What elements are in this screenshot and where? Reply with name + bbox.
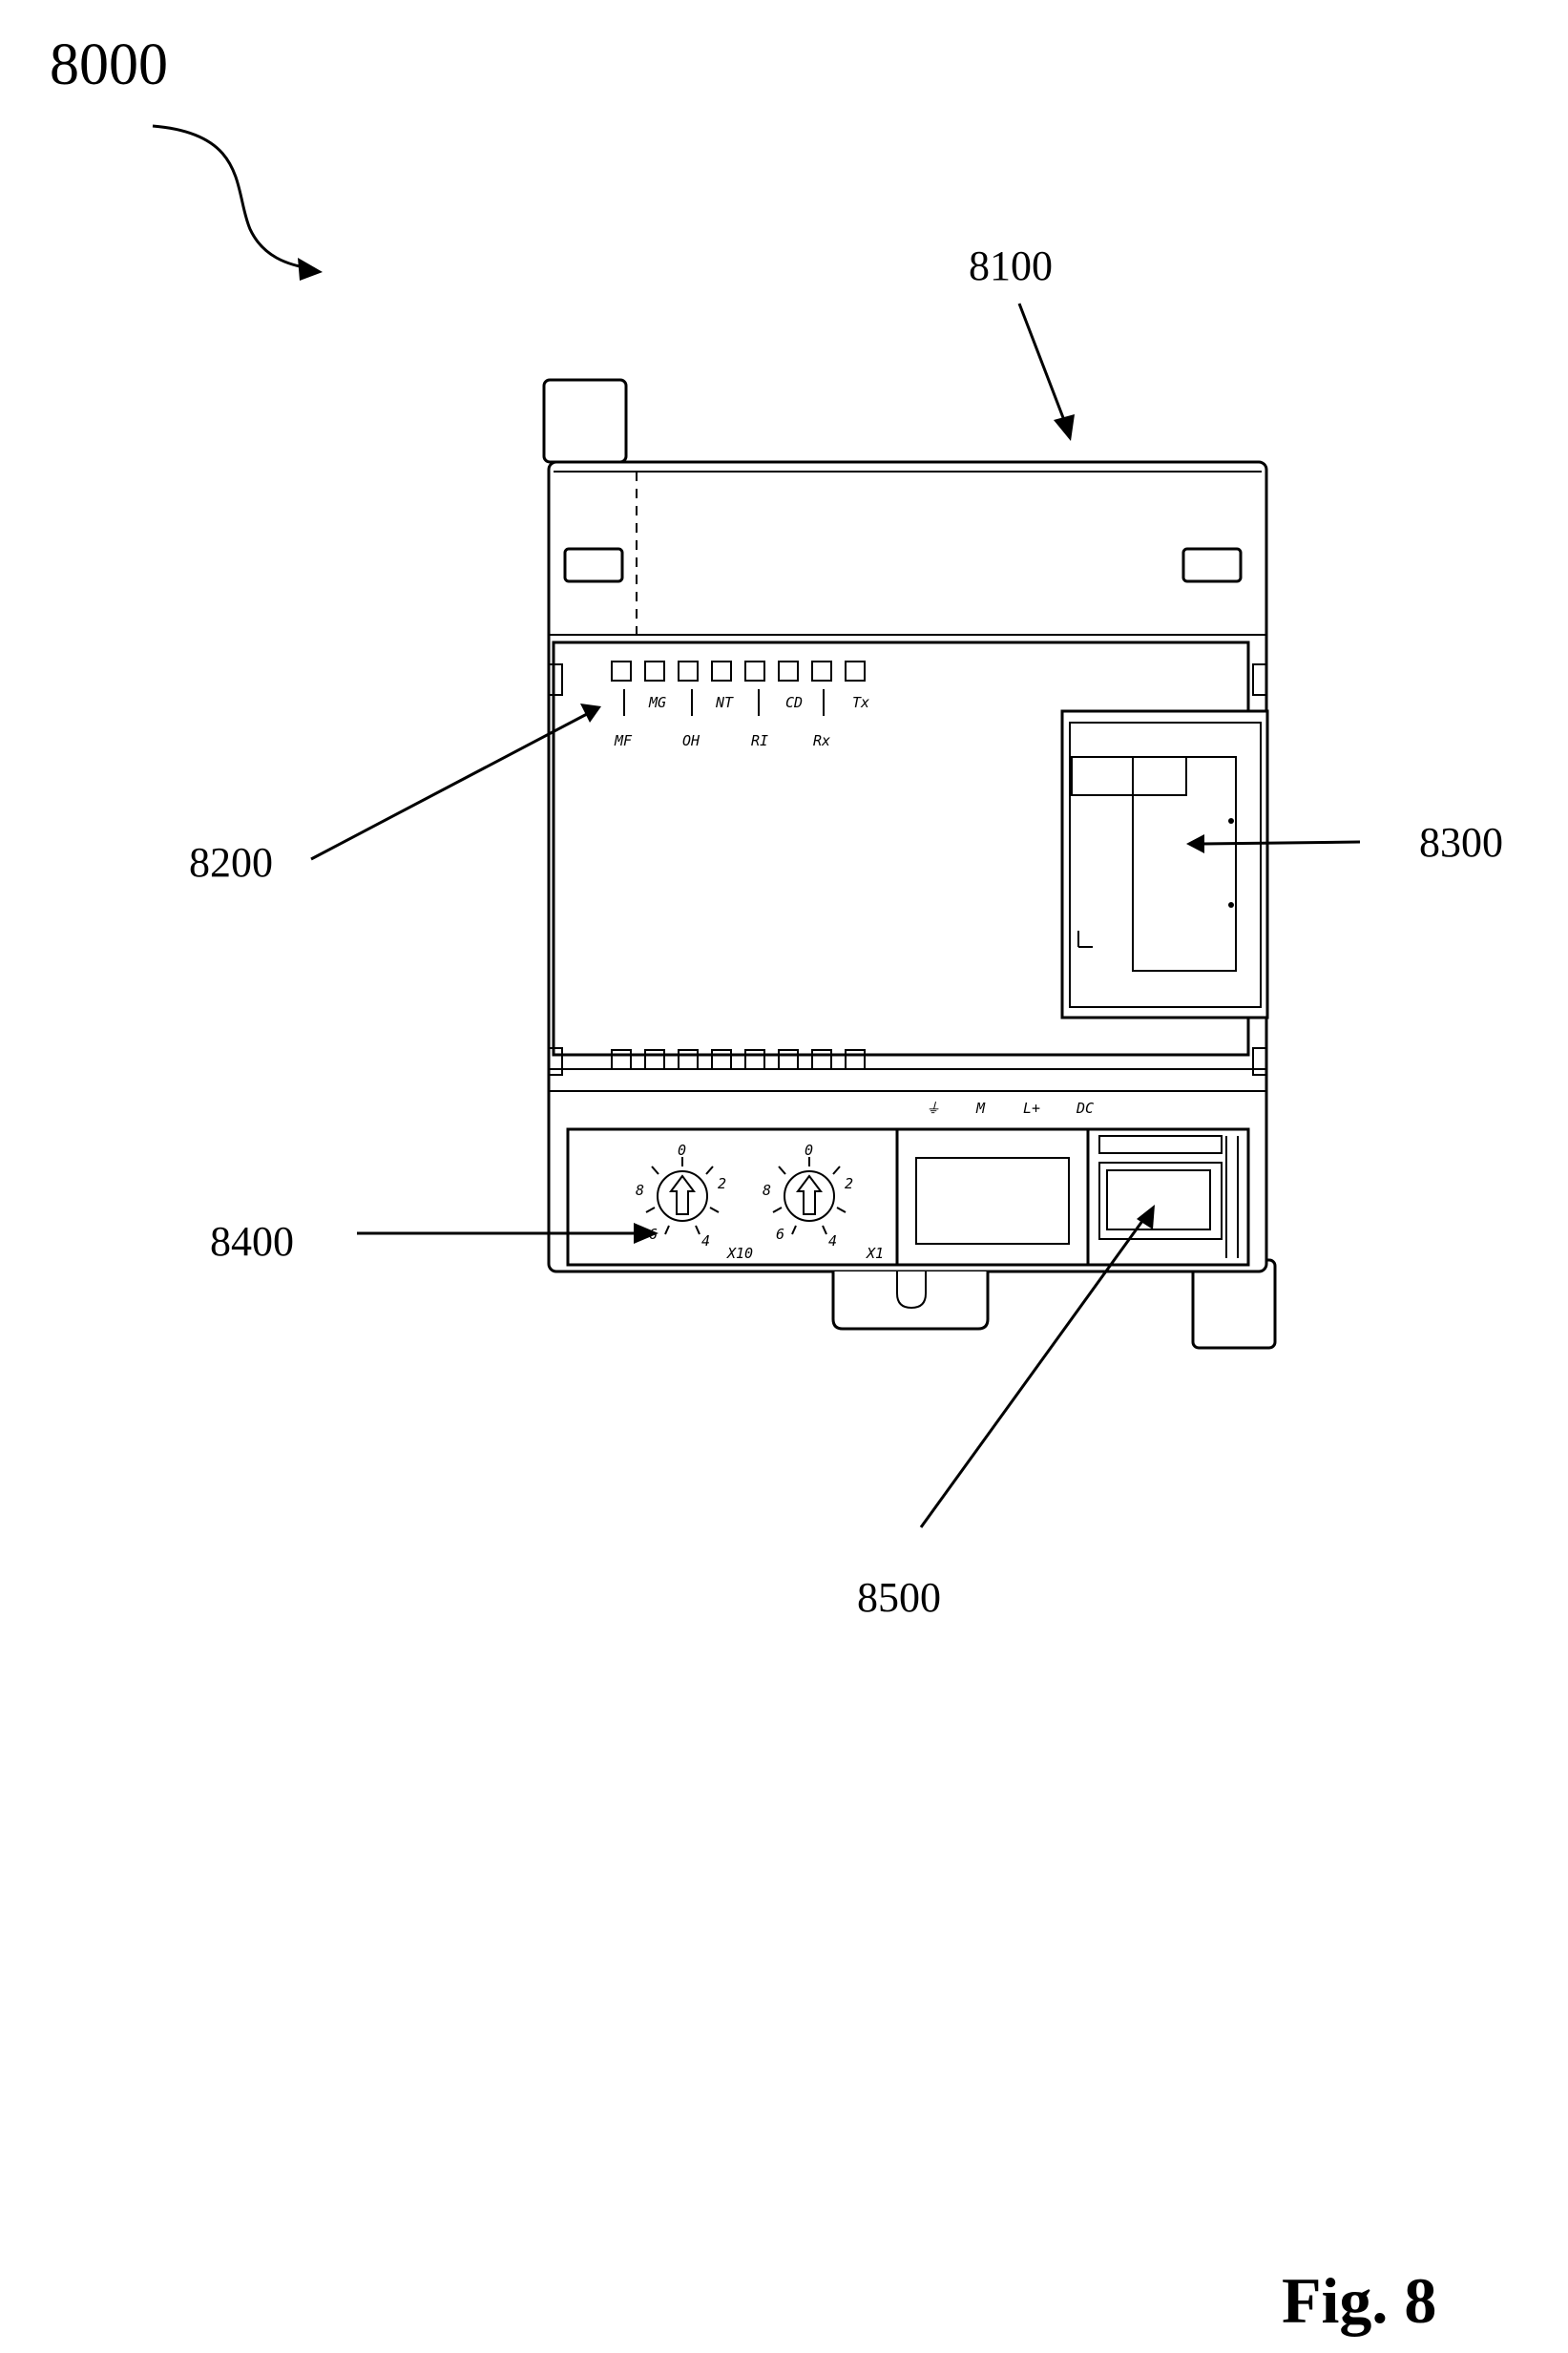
svg-text:6: 6 — [776, 1226, 784, 1243]
switch-label-x1: X1 — [866, 1245, 884, 1262]
svg-text:0: 0 — [805, 1142, 813, 1159]
ref-8300-leader — [1200, 840, 1361, 846]
right-latch — [1181, 547, 1243, 583]
ref-8100-label: 8100 — [969, 242, 1053, 289]
led-label-oh: OH — [682, 732, 700, 749]
connector-outer — [1086, 1127, 1250, 1267]
ref-8300-arrowhead — [1186, 834, 1204, 853]
svg-text:8: 8 — [636, 1182, 644, 1199]
card-slot-outer — [1060, 709, 1269, 1019]
ref-8000-arrow — [152, 124, 316, 271]
ref-8200-arrowhead — [580, 704, 601, 723]
ref-8100-arrowhead — [1054, 414, 1075, 441]
rotary-switch-x1: 0 2 4 6 8 — [763, 1142, 853, 1250]
svg-text:0: 0 — [678, 1142, 686, 1159]
left-latch — [563, 547, 624, 583]
left-notch-top — [548, 663, 563, 696]
ref-8400-arrowhead — [634, 1223, 659, 1244]
ref-8500-arrowhead — [1137, 1205, 1155, 1229]
figure-caption: Fig. 8 — [1282, 2264, 1436, 2337]
memory-card — [1132, 756, 1237, 972]
din-rail-tab — [831, 1271, 990, 1331]
device-housing: MG NT CD Tx MF OH RI Rx — [542, 378, 1277, 1350]
ref-8200-leader — [310, 712, 588, 861]
terminal-label-ground: ⏚ — [926, 1100, 940, 1117]
led-label-ri: RI — [751, 732, 768, 749]
ref-8300-label: 8300 — [1419, 819, 1503, 866]
left-notch-bottom — [548, 1047, 563, 1076]
svg-text:4: 4 — [701, 1232, 710, 1250]
right-notch-top — [1252, 663, 1267, 696]
bottom-mounting-clip — [1191, 1258, 1277, 1350]
terminal-label-lplus: L+ — [1023, 1100, 1040, 1117]
ref-8000-label: 8000 — [50, 32, 168, 97]
svg-text:2: 2 — [718, 1175, 726, 1192]
svg-text:2: 2 — [845, 1175, 853, 1192]
terminal-block — [895, 1127, 1090, 1267]
led-label-nt: NT — [715, 694, 734, 711]
ref-8200-label: 8200 — [189, 839, 273, 886]
led-label-rx: Rx — [813, 732, 830, 749]
terminal-label-m: M — [975, 1100, 986, 1117]
led-label-mf: MF — [614, 732, 633, 749]
switch-area — [566, 1127, 899, 1267]
led-label-cd: CD — [785, 694, 803, 711]
ref-8100-leader — [1017, 303, 1069, 429]
right-notch-bottom — [1252, 1047, 1267, 1076]
led-label-tx: Tx — [852, 694, 869, 711]
ref-8500-label: 8500 — [857, 1574, 941, 1621]
card-slot — [1060, 709, 1269, 1019]
top-led-row — [611, 661, 866, 682]
ref-8400-label: 8400 — [210, 1218, 294, 1265]
switch-label-x10: X10 — [726, 1245, 753, 1262]
svg-text:8: 8 — [763, 1182, 771, 1199]
led-label-mg: MG — [648, 694, 666, 711]
svg-text:4: 4 — [828, 1232, 837, 1250]
ref-8500-leader — [919, 1216, 1147, 1528]
top-mounting-clip — [542, 378, 628, 464]
terminal-label-dc: DC — [1076, 1100, 1094, 1117]
bottom-led-row — [611, 1049, 866, 1070]
ref-8000-arrowhead — [298, 258, 323, 281]
connector-port — [1086, 1127, 1250, 1267]
